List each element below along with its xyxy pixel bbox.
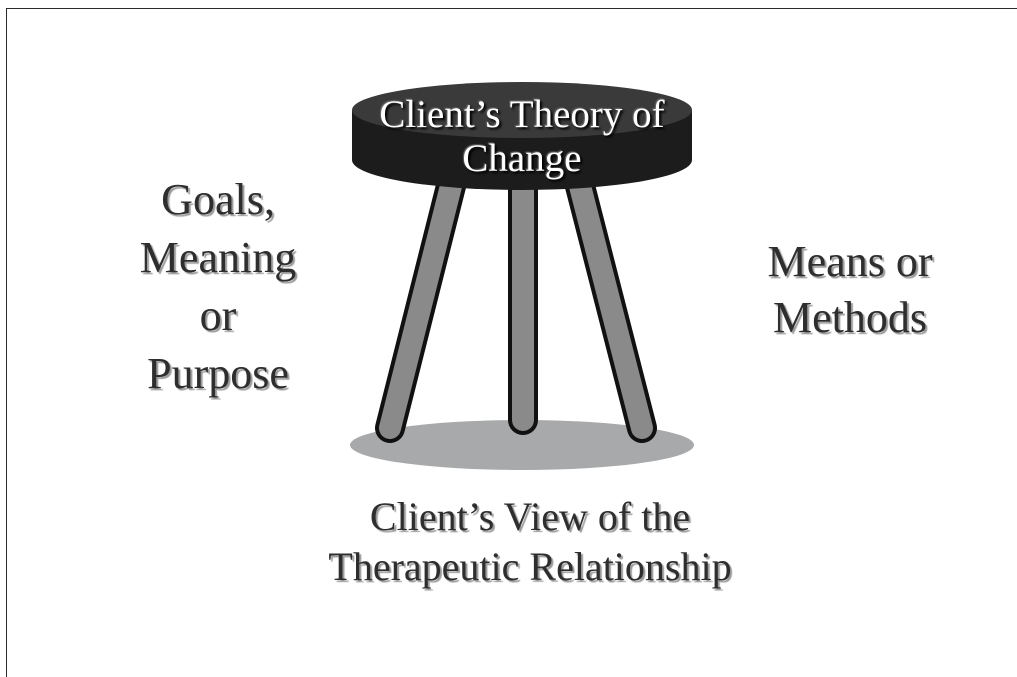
goals-label-line-3: or (199, 291, 237, 340)
goals-label-line-2: Meaning (139, 233, 297, 282)
means-label-line-2: Methods (773, 293, 927, 342)
means-label-line-1: Means or (767, 237, 933, 286)
frame-left-border (6, 8, 7, 677)
relationship-label-line-1: Client’s View of the (369, 494, 691, 539)
seat-label-line-1: Client’s Theory of (379, 93, 665, 136)
seat-label-line-2: Change (462, 137, 582, 180)
means-label: Means or Methods (740, 240, 960, 352)
stool-shadow (350, 420, 694, 470)
relationship-label: Client’s View of the Therapeutic Relatio… (300, 497, 760, 597)
goals-label: Goals, Meaning or Purpose (118, 178, 318, 410)
goals-label-line-1: Goals, (161, 175, 275, 224)
frame-top-border (6, 8, 1017, 9)
seat-label: Client’s Theory of Change (356, 95, 688, 183)
relationship-label-line-2: Therapeutic Relationship (328, 544, 732, 589)
stool-seat-top (352, 82, 692, 138)
goals-label-line-4: Purpose (147, 349, 289, 398)
